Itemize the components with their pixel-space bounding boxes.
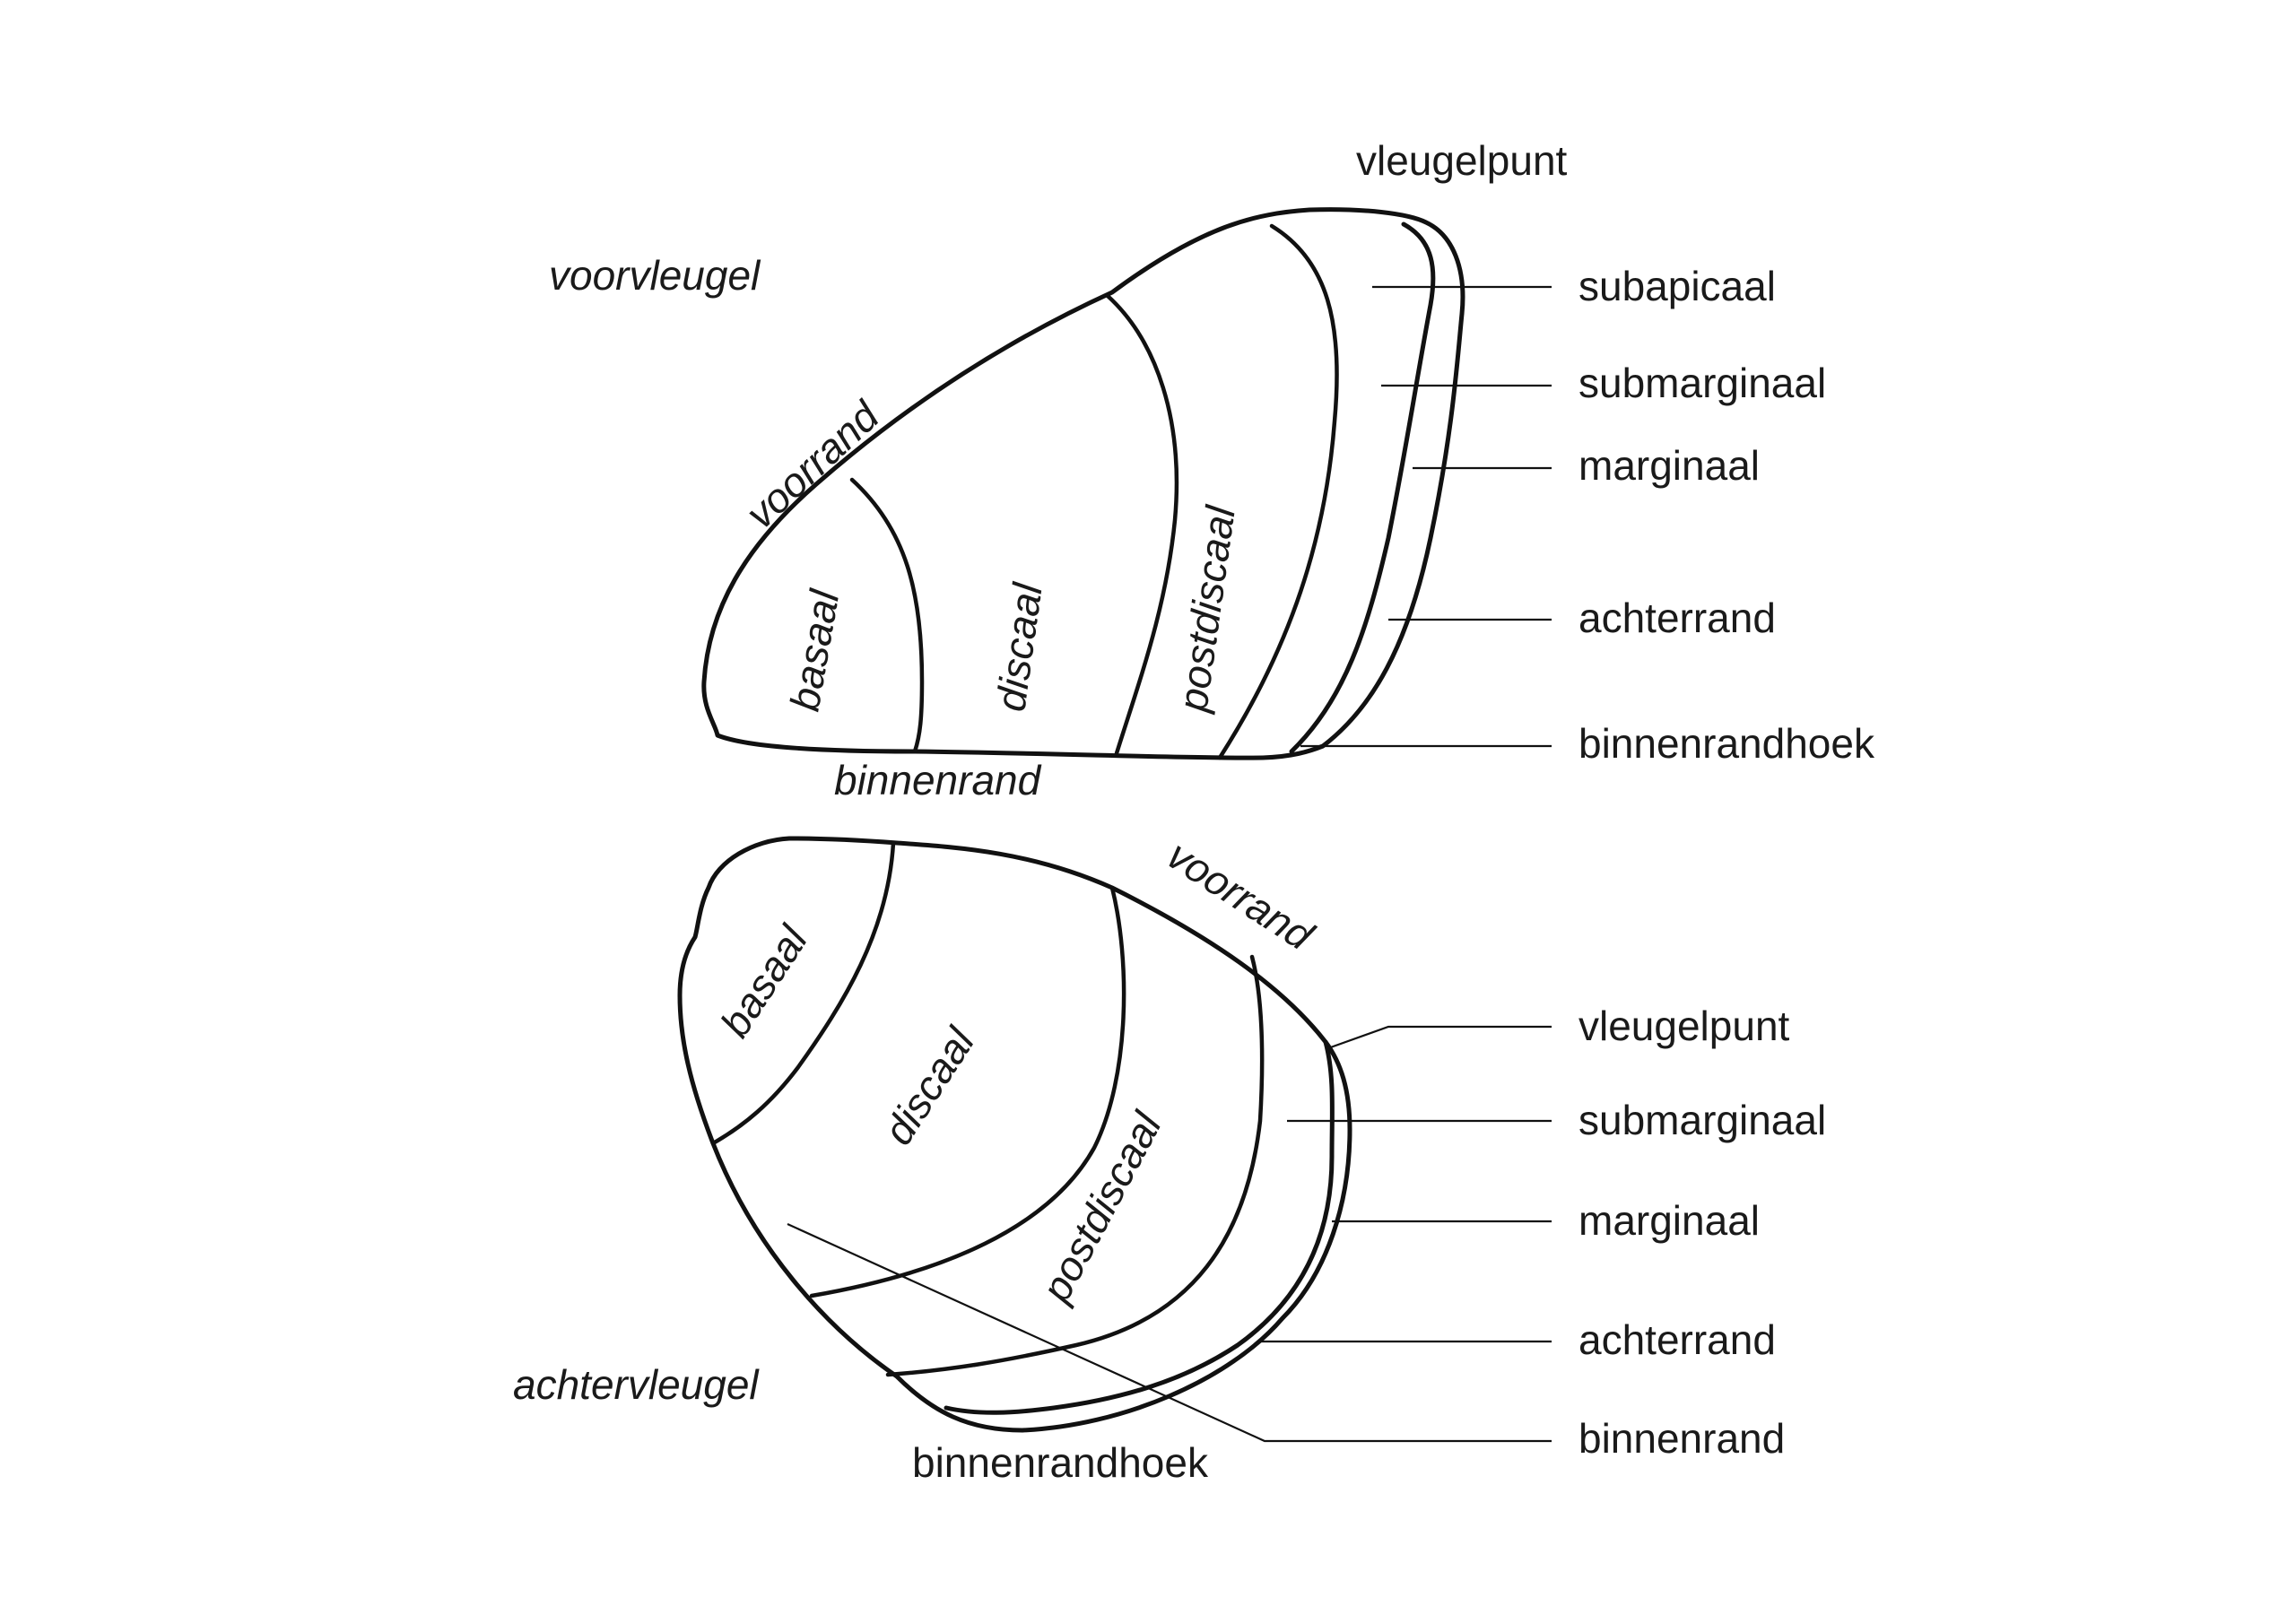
- hindwing-zone-discaal: discaal: [874, 1019, 985, 1153]
- hindwing: achtervleugel voorrand binnenrandhoek ba…: [513, 831, 1826, 1486]
- forewing: voorvleugel vleugelpunt voorrand binnenr…: [549, 137, 1875, 803]
- forewing-label-binnenrandhoek: binnenrandhoek: [1578, 720, 1875, 767]
- forewing-label-submarginaal: submarginaal: [1578, 360, 1826, 406]
- leader-hindwing-vleugelpunt: [1325, 1025, 1552, 1051]
- leader-hindwing-binnenrand: [787, 1222, 1552, 1443]
- hindwing-label-marginaal: marginaal: [1578, 1197, 1760, 1244]
- forewing-basal-boundary: [849, 477, 925, 754]
- forewing-apex-label: vleugelpunt: [1356, 137, 1568, 184]
- forewing-zone-discaal: discaal: [987, 579, 1051, 715]
- hindwing-zone-basaal: basaal: [711, 916, 817, 1045]
- forewing-label-marginaal: marginaal: [1578, 442, 1760, 489]
- forewing-label-subapicaal: subapicaal: [1578, 263, 1776, 309]
- forewing-title: voorvleugel: [549, 252, 761, 299]
- hindwing-tornus-label: binnenrandhoek: [912, 1439, 1209, 1486]
- forewing-costa-label: voorrand: [736, 391, 888, 537]
- hindwing-label-vleugelpunt: vleugelpunt: [1578, 1003, 1790, 1049]
- forewing-postdiscal-boundary: [1217, 223, 1339, 760]
- forewing-inner-margin-label: binnenrand: [834, 757, 1042, 803]
- hindwing-postdiscal-boundary: [885, 954, 1265, 1377]
- hindwing-label-binnenrand: binnenrand: [1578, 1415, 1785, 1462]
- forewing-zone-basaal: basaal: [781, 585, 848, 714]
- hindwing-discal-boundary: [809, 885, 1126, 1298]
- forewing-outline: [701, 207, 1465, 760]
- hindwing-basal-boundary: [710, 840, 896, 1146]
- forewing-label-achterrand: achterrand: [1578, 595, 1776, 641]
- forewing-discal-boundary: [1105, 293, 1179, 756]
- hindwing-costa-label: voorrand: [1160, 831, 1323, 959]
- forewing-zone-postdiscaal: postdiscaal: [1169, 501, 1244, 716]
- hindwing-label-achterrand: achterrand: [1578, 1316, 1776, 1363]
- forewing-margin-inner-line: [1289, 221, 1436, 754]
- hindwing-outline: [677, 836, 1352, 1433]
- hindwing-title: achtervleugel: [513, 1361, 760, 1408]
- hindwing-margin-inner-line: [944, 1039, 1335, 1415]
- hindwing-label-submarginaal: submarginaal: [1578, 1097, 1826, 1143]
